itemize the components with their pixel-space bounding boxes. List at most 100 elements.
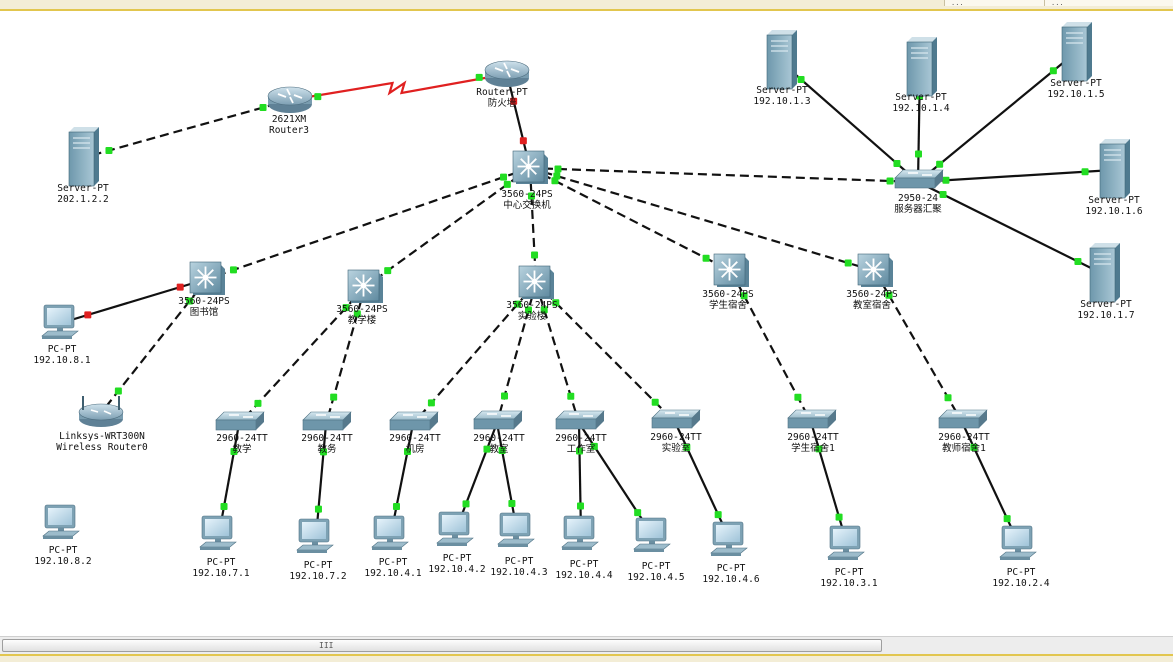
device-sw-sy[interactable] [651,409,701,429]
device-core[interactable] [512,150,548,184]
device-sw-js[interactable] [473,410,523,430]
link-sw-gz-pc44[interactable] [577,422,583,535]
device-firewall[interactable] [484,60,530,87]
port-light [1074,258,1082,266]
horizontal-scrollbar[interactable]: III [0,636,1173,654]
link-sw-jx-pc71[interactable] [217,423,241,535]
device-sw-ss1[interactable] [787,409,837,429]
device-pc31[interactable] [827,525,865,560]
device-model-label: PC-PT [49,545,78,556]
network-topology[interactable]: 2621XMRouter3Router-PT防火墙Server-PT202.1.… [0,11,1173,637]
top-tab[interactable]: ... [1044,0,1173,6]
link-lab-sw-sy[interactable] [535,282,676,423]
port-light [384,267,392,275]
device-teach[interactable] [347,269,383,303]
device-srv6[interactable] [1099,139,1130,199]
link-core-srv-agg[interactable] [529,166,919,184]
link-core-lib[interactable] [206,166,531,281]
link-srv-agg-srv5[interactable] [917,52,1076,183]
device-router3[interactable] [267,86,313,113]
device-sw-gz[interactable] [555,410,605,430]
device-pc43[interactable] [497,512,535,547]
device-name-label: 图书馆 [190,306,219,318]
device-srv4[interactable] [906,37,937,97]
server-icon [766,30,797,90]
link-srv-agg-srv6[interactable] [917,168,1114,184]
multilayer-switch-icon [857,253,893,287]
link-sw-gz-pc45[interactable] [578,422,654,537]
scrollbar-thumb[interactable]: III [2,639,882,652]
device-sw-ts1[interactable] [938,409,988,429]
device-name-label: 教学楼 [348,314,377,326]
device-name-label: 192.10.1.4 [892,103,949,114]
port-light [527,192,535,200]
device-name-label: 服务器汇聚 [894,203,942,215]
device-pc45[interactable] [633,517,671,552]
device-sw-jf[interactable] [389,411,439,431]
multilayer-switch-icon [713,253,749,287]
link-sw-jw-pc72[interactable] [314,423,328,538]
device-name-label: 教学 [232,443,251,455]
device-pc-lib2[interactable] [42,504,80,539]
link-sw-ts1-pc24[interactable] [961,421,1020,545]
device-lib[interactable] [189,261,225,295]
port-light [844,259,852,267]
device-sw-jw[interactable] [302,411,352,431]
multilayer-switch-icon [518,265,554,299]
device-pc41[interactable] [371,515,409,550]
device-srv5[interactable] [1061,22,1092,82]
device-tdorm[interactable] [857,253,893,287]
port-light [314,505,322,513]
link-router3-server-202[interactable] [81,98,291,160]
link-core-dorm[interactable] [529,167,732,272]
link-core-tdorm[interactable] [529,166,876,273]
device-name-label: 202.1.2.2 [57,194,108,205]
device-pc42[interactable] [436,511,474,546]
device-lab[interactable] [518,265,554,299]
device-pc72[interactable] [296,518,334,553]
port-light [567,392,575,400]
device-dorm[interactable] [713,253,749,287]
link-sw-ss1-pc31[interactable] [809,421,849,545]
link-router3-firewall[interactable] [289,72,508,102]
device-pc46[interactable] [710,521,748,556]
port-light [702,254,710,262]
link-sw-sy-pc46[interactable] [674,421,731,541]
link-sw-jf-pc41[interactable] [389,423,415,535]
link-core-lab[interactable] [528,167,538,284]
device-name-label: 学生宿舍1 [791,442,835,454]
device-model-label: 3560-24PS [846,289,898,300]
device-pc71[interactable] [199,515,237,550]
device-srv7[interactable] [1089,243,1120,303]
device-pc-lib1[interactable] [41,304,79,339]
device-wrt[interactable] [78,396,124,427]
device-model-label: Server-PT [1080,299,1132,310]
device-model-label: PC-PT [379,557,408,568]
switch-icon [215,411,265,431]
device-model-label: 2950-24 [898,193,938,204]
device-srv-agg[interactable] [894,169,944,189]
device-server-202[interactable] [68,127,99,187]
link-core-teach[interactable] [364,167,531,288]
port-light [503,180,511,188]
device-model-label: 2960-24TT [938,432,990,443]
device-name-label: 192.10.4.3 [490,567,547,578]
port-light [531,251,539,259]
device-sw-jx[interactable] [215,411,265,431]
multilayer-switch-icon [347,269,383,303]
device-model-label: Server-PT [1088,195,1140,206]
port-light [342,304,350,312]
switch-icon [555,410,605,430]
device-model-label: 2960-24TT [473,433,525,444]
link-lab-sw-js[interactable] [495,282,538,424]
pc-icon [41,304,79,339]
link-lab-sw-gz[interactable] [534,282,581,424]
device-pc24[interactable] [999,525,1037,560]
device-name-label: 中心交换机 [503,199,551,211]
link-teach-sw-jw[interactable] [324,286,367,425]
device-srv3[interactable] [766,30,797,90]
top-tab[interactable]: ... [944,0,1046,6]
link-srv-agg-srv7[interactable] [917,181,1104,275]
device-pc44[interactable] [561,515,599,550]
